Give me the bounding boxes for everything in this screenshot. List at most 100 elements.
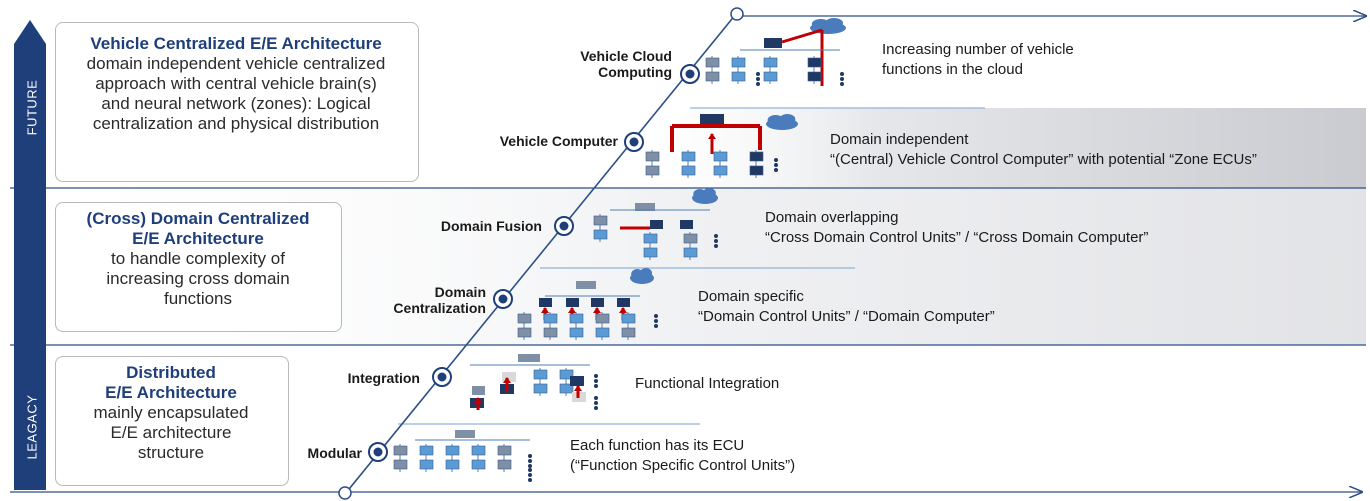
legacy-tier-line-1: mainly encapsulated: [93, 403, 249, 423]
legacy-tier-box: [55, 356, 289, 486]
ecu-box: [543, 327, 558, 338]
ecu-box: [763, 57, 778, 68]
ecu-box: [645, 165, 660, 176]
legacy-tier-text: Distributed E/E Architecture mainly enca…: [56, 363, 286, 463]
ecu-box: [705, 57, 720, 68]
gateway-icon: [455, 430, 475, 438]
middle-tier-line-3: functions: [163, 289, 233, 309]
sensor-dot: [756, 77, 760, 81]
ecu-box: [713, 165, 728, 176]
red-arrow-head: [708, 133, 716, 139]
cloud-icon: [702, 188, 716, 198]
ecu-box: [681, 151, 696, 162]
ecu-box: [595, 313, 610, 324]
stage-desc-vehicle-cloud-computing: Increasing number of vehicle functions i…: [882, 40, 1074, 81]
gateway-icon: [518, 354, 540, 362]
fusion-controller-icon: [680, 220, 693, 229]
stage-desc-line: “(Central) Vehicle Control Computer” wit…: [830, 151, 1257, 169]
ecu-box: [419, 459, 434, 470]
future-tier-line-3: and neural network (zones): Logical: [101, 94, 371, 114]
ecu-box: [533, 369, 548, 380]
stage-desc-domain-centralization: Domain specific “Domain Control Units” /…: [698, 287, 995, 328]
sensor-dot: [774, 158, 778, 162]
domain-controller-icon: [591, 298, 604, 307]
ecu-box: [683, 247, 698, 258]
stage-name-line: Vehicle Cloud: [580, 48, 672, 64]
future-legacy-arrow: [14, 20, 46, 490]
sensor-dot: [594, 406, 598, 410]
ecu-box: [569, 327, 584, 338]
ecu-box: [621, 327, 636, 338]
evolution-timeline: [344, 13, 737, 495]
ecu-box: [543, 313, 558, 324]
stage-marker-dot: [685, 69, 695, 79]
stage-name-vehicle-cloud-computing: Vehicle Cloud Computing: [540, 48, 672, 80]
stage-marker-dot: [559, 221, 569, 231]
stage-name-line: Domain Fusion: [440, 218, 542, 234]
stage-name-line: Domain: [434, 284, 486, 300]
sensor-dot: [528, 473, 532, 477]
sensor-dot: [528, 464, 532, 468]
stage-name-line: Computing: [598, 64, 672, 81]
stage-name-line: Centralization: [393, 300, 486, 317]
sensor-dot: [756, 72, 760, 76]
cloud-icon: [693, 189, 707, 199]
gateway-icon: [635, 203, 655, 211]
stage-desc-line: Domain specific: [698, 288, 804, 305]
stage-desc-line: functions in the cloud: [882, 61, 1023, 79]
red-arrow-head: [541, 307, 549, 313]
ecu-box: [643, 233, 658, 244]
ecu-box: [445, 445, 460, 456]
ecu-box: [749, 165, 764, 176]
sensor-dot: [714, 244, 718, 248]
ecu-box: [393, 445, 408, 456]
ecu-box: [559, 383, 574, 394]
central-computer-icon: [764, 38, 782, 48]
ecu-box: [559, 369, 574, 380]
ecu-box: [569, 313, 584, 324]
sensor-dot: [840, 72, 844, 76]
legacy-tier-line-2: E/E architecture: [110, 423, 232, 443]
sensor-dot: [594, 396, 598, 400]
middle-tier-text: (Cross) Domain Centralized E/E Architect…: [57, 209, 339, 309]
ecu-box: [713, 151, 728, 162]
red-arrow-head: [619, 307, 627, 313]
ecu-box: [517, 327, 532, 338]
ecu-box: [471, 459, 486, 470]
stage-desc-line: “Cross Domain Control Units” / “Cross Do…: [765, 229, 1149, 247]
stage-name-line: Integration: [347, 370, 420, 386]
middle-tier-line-2: increasing cross domain: [106, 269, 290, 289]
timeline-end-bottom: [338, 486, 352, 500]
cloud-icon: [811, 19, 830, 29]
ecu-box: [393, 459, 408, 470]
sensor-dot: [594, 379, 598, 383]
sensor-dot: [528, 478, 532, 482]
sensor-dot: [840, 82, 844, 86]
ecu-box: [419, 445, 434, 456]
stage-desc-domain-fusion: Domain overlapping “Cross Domain Control…: [765, 208, 1148, 249]
stage-name-vehicle-computer: Vehicle Computer: [470, 133, 618, 149]
sensor-dot: [714, 239, 718, 243]
ecu-box: [497, 459, 512, 470]
future-tier-box: [55, 22, 419, 182]
middle-tier-title-1: (Cross) Domain Centralized: [86, 209, 310, 228]
sensor-dot: [528, 459, 532, 463]
legacy-tier-title-2: E/E Architecture: [105, 383, 237, 403]
red-arrow-head: [568, 307, 576, 313]
stage-band-vehicle-computer: [610, 108, 1366, 188]
legacy-tier-line-3: structure: [137, 443, 205, 463]
stage-desc-line: “Domain Control Units” / “Domain Compute…: [698, 308, 995, 326]
sensor-dot: [528, 468, 532, 472]
stage-desc-integration: Functional Integration: [635, 374, 779, 394]
future-tier-line-4: centralization and physical distribution: [92, 114, 380, 134]
stage-name-domain-centralization: Domain Centralization: [350, 284, 486, 316]
cloud-icon: [825, 18, 843, 28]
sensor-dot: [528, 454, 532, 458]
ecu-box: [705, 71, 720, 82]
stage-marker-dot: [437, 372, 447, 382]
ecu-box: [645, 151, 660, 162]
ecu-box: [621, 313, 636, 324]
sensor-dot: [774, 163, 778, 167]
sensor-dot: [654, 319, 658, 323]
future-label: FUTURE: [24, 79, 40, 136]
